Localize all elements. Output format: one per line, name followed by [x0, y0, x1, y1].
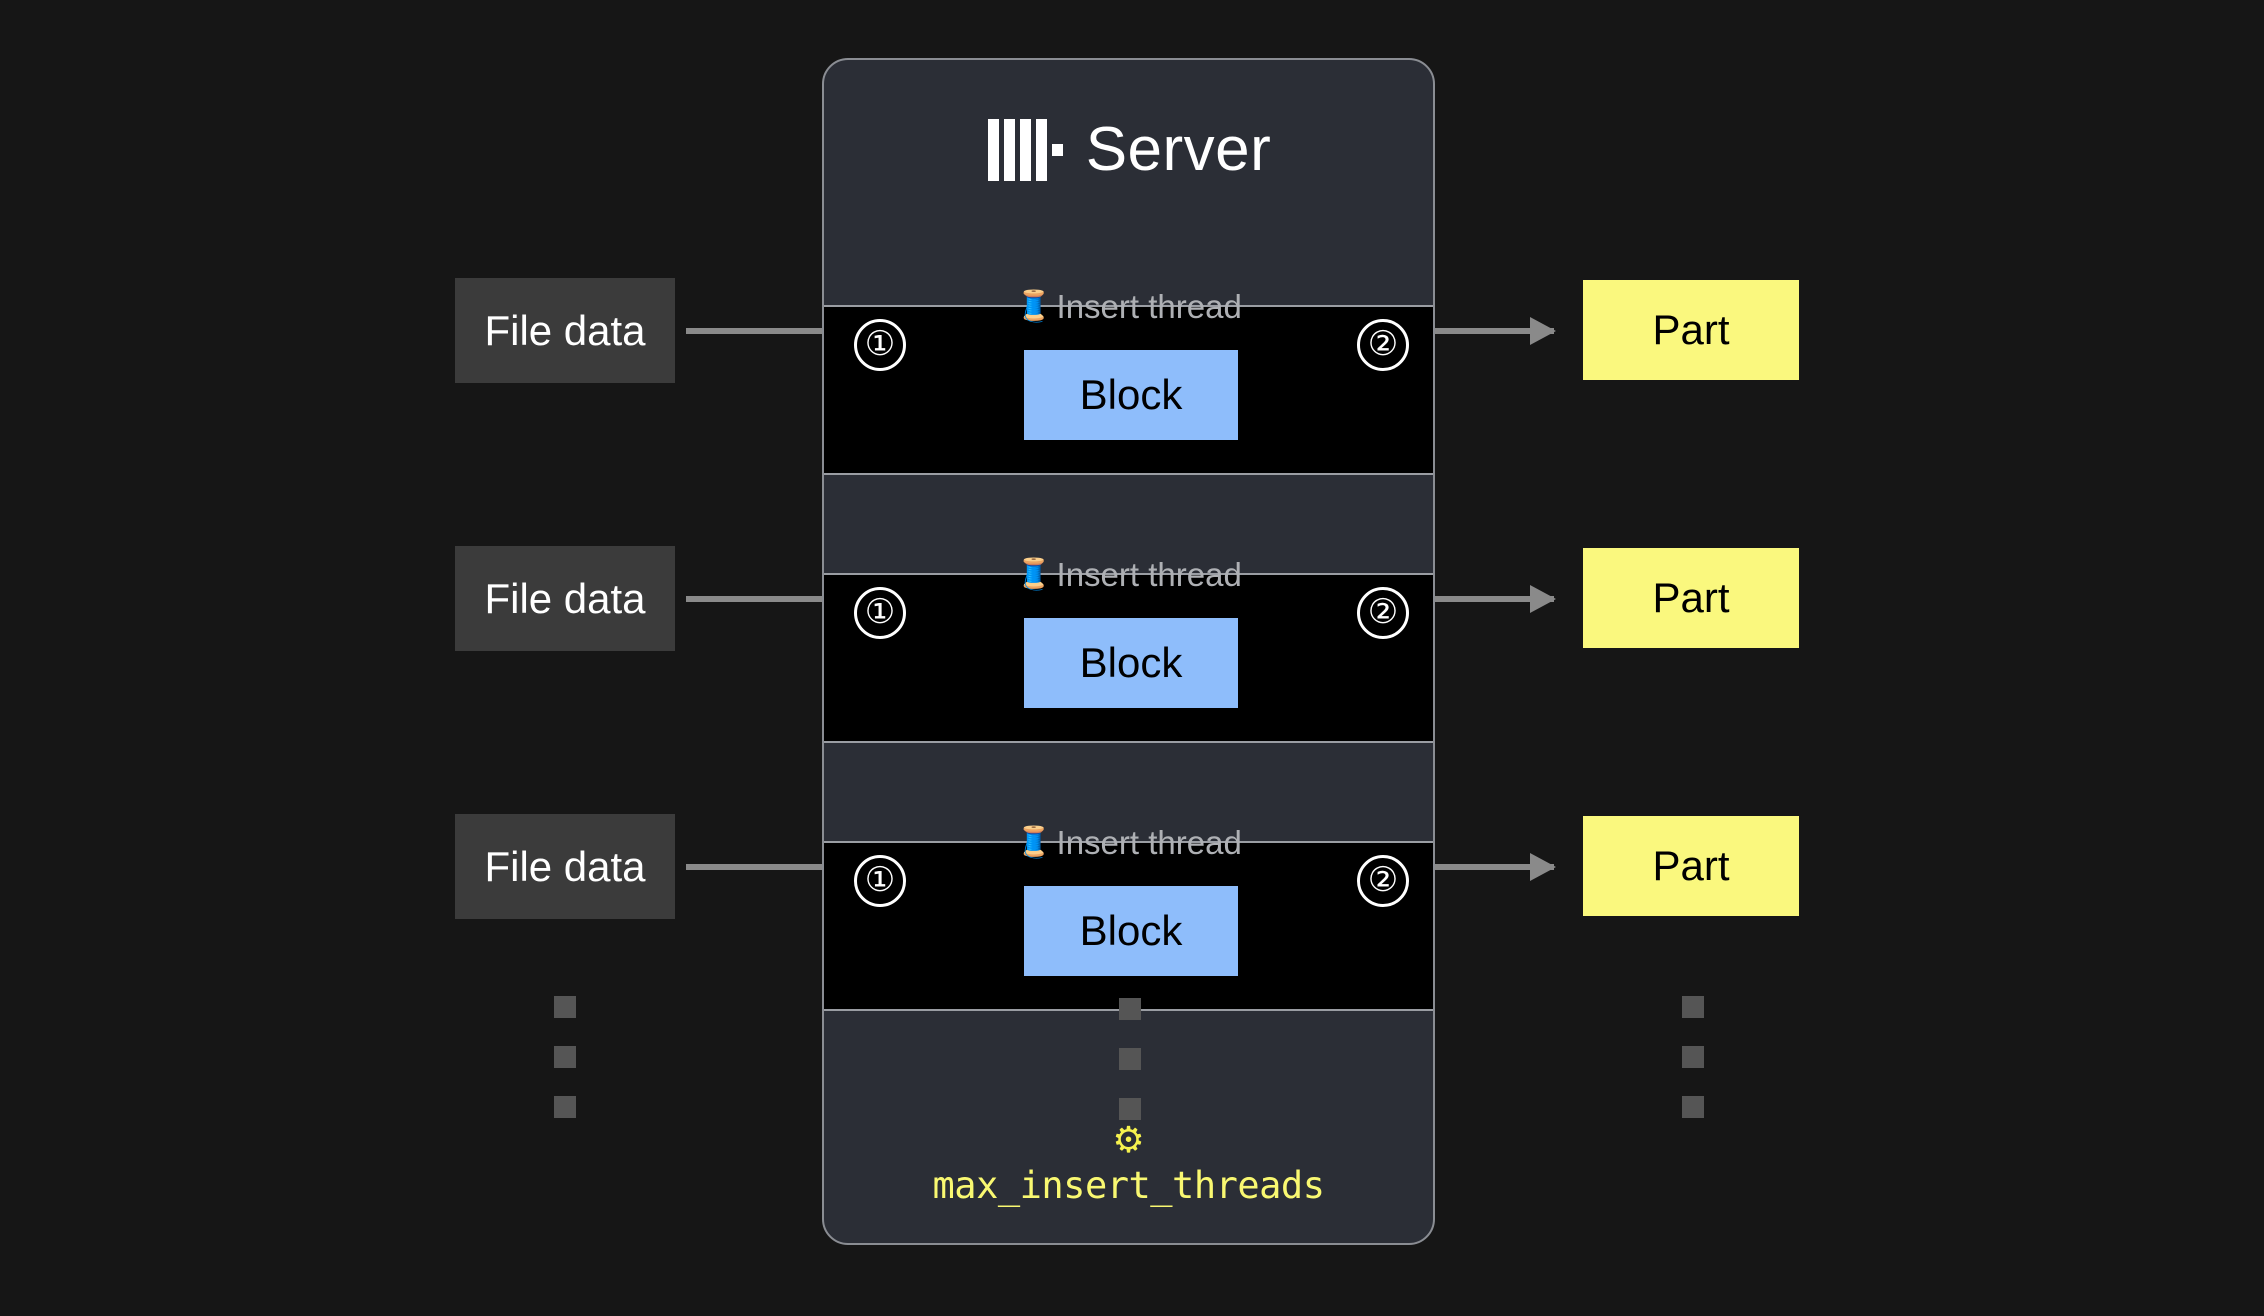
- insert-thread-text: Insert thread: [1056, 556, 1242, 593]
- step-number-in-3: ①: [854, 855, 906, 907]
- server-panel: Server ① ② Block ① ② Block ① ② Block: [822, 58, 1435, 1245]
- block-label: Block: [1079, 907, 1183, 954]
- file-data-label: File data: [484, 574, 646, 622]
- part-label: Part: [1652, 306, 1730, 353]
- page-title: Server: [1085, 115, 1272, 184]
- ellipsis-dot: [1119, 998, 1141, 1020]
- ellipsis-dot: [1682, 1046, 1704, 1068]
- file-data-box-1: File data: [455, 278, 675, 383]
- file-data-box-2: File data: [455, 546, 675, 651]
- step-number-out-3: ②: [1357, 855, 1409, 907]
- insert-thread-label-3: 🧵 Insert thread: [1015, 824, 1242, 862]
- ellipsis-dot: [554, 1046, 576, 1068]
- insert-thread-label-1: 🧵 Insert thread: [1015, 288, 1242, 326]
- ellipsis-dot: [1119, 1048, 1141, 1070]
- ellipsis-dot: [554, 996, 576, 1018]
- ellipsis-dot: [554, 1096, 576, 1118]
- block-box-3: Block: [1024, 886, 1238, 976]
- insert-thread-lane-1: ① ② Block: [824, 305, 1433, 475]
- file-data-box-3: File data: [455, 814, 675, 919]
- step-number-in-2: ①: [854, 587, 906, 639]
- ellipsis-dots-right: [1682, 996, 1704, 1118]
- clickhouse-logo-icon: [986, 111, 1064, 189]
- step-number-out-1: ②: [1357, 319, 1409, 371]
- ellipsis-dot: [1682, 996, 1704, 1018]
- block-label: Block: [1079, 371, 1183, 418]
- file-data-label: File data: [484, 306, 646, 354]
- ellipsis-dots-center: [1119, 998, 1141, 1120]
- part-box-1: Part: [1583, 280, 1799, 380]
- insert-thread-lane-2: ① ② Block: [824, 573, 1433, 743]
- part-label: Part: [1652, 574, 1730, 621]
- insert-thread-text: Insert thread: [1056, 288, 1242, 325]
- part-label: Part: [1652, 842, 1730, 889]
- step-number-in-1: ①: [854, 319, 906, 371]
- insert-thread-lane-3: ① ② Block: [824, 841, 1433, 1011]
- block-label: Block: [1079, 639, 1183, 686]
- step-number-out-2: ②: [1357, 587, 1409, 639]
- file-data-label: File data: [484, 842, 646, 890]
- thread-spool-icon: 🧵: [1015, 826, 1053, 859]
- ellipsis-dot: [1682, 1096, 1704, 1118]
- setting-name-label: max_insert_threads: [932, 1164, 1325, 1207]
- ellipsis-dots-left: [554, 996, 576, 1118]
- thread-spool-icon: 🧵: [1015, 290, 1053, 323]
- block-box-2: Block: [1024, 618, 1238, 708]
- ellipsis-dot: [1119, 1098, 1141, 1120]
- gear-icon: ⚙: [1112, 1119, 1145, 1160]
- part-box-3: Part: [1583, 816, 1799, 916]
- insert-thread-text: Insert thread: [1056, 824, 1242, 861]
- insert-thread-label-2: 🧵 Insert thread: [1015, 556, 1242, 594]
- thread-spool-icon: 🧵: [1015, 558, 1053, 591]
- part-box-2: Part: [1583, 548, 1799, 648]
- server-header: Server: [824, 60, 1433, 240]
- max-insert-threads-setting: ⚙ max_insert_threads: [824, 1119, 1433, 1208]
- block-box-1: Block: [1024, 350, 1238, 440]
